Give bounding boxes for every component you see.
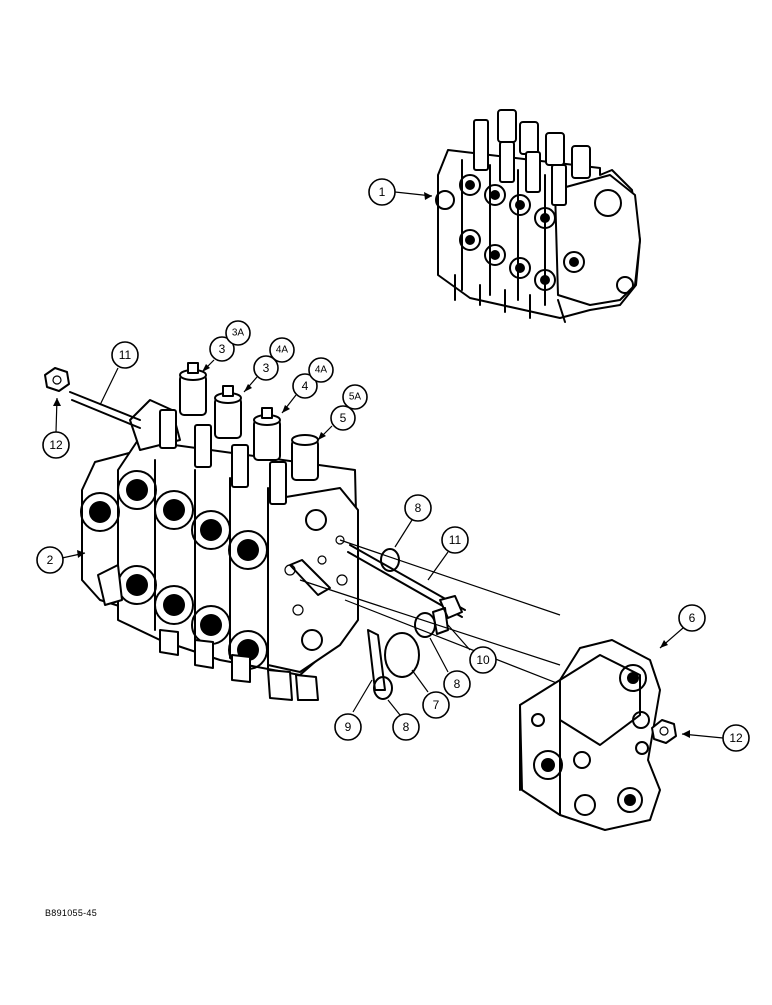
tie-rod-lower: [347, 544, 466, 619]
svg-text:5: 5: [340, 411, 347, 425]
svg-text:12: 12: [49, 438, 63, 452]
figure-code: B891055-45: [45, 908, 98, 918]
callout-9: 9: [334, 679, 373, 741]
svg-text:2: 2: [47, 553, 54, 567]
callout-7: 7: [411, 669, 450, 719]
svg-text:11: 11: [119, 348, 132, 362]
callout-1: 1: [368, 178, 433, 206]
svg-text:11: 11: [449, 533, 462, 547]
callout-8-upper: 8: [394, 494, 432, 548]
svg-text:4A: 4A: [315, 365, 328, 376]
nut-lower: [651, 719, 677, 744]
svg-text:3: 3: [219, 342, 226, 356]
assembled-ports: [435, 174, 634, 294]
svg-text:3A: 3A: [232, 328, 245, 339]
stack-upper-ports: [80, 470, 268, 570]
callout-3A: 3A: [225, 320, 251, 346]
svg-text:6: 6: [689, 611, 696, 625]
svg-text:10: 10: [476, 653, 490, 667]
callout-4A-upper: 4A: [269, 337, 295, 363]
svg-text:4A: 4A: [276, 345, 289, 356]
callout-11-upper: 11: [99, 341, 139, 406]
seals-and-orings: [367, 548, 449, 700]
callout-8-lower: 8: [387, 699, 420, 741]
callout-4: 4: [281, 373, 318, 414]
callout-6: 6: [659, 604, 706, 649]
svg-text:4: 4: [302, 379, 309, 393]
callout-5: 5: [317, 405, 356, 441]
svg-text:3: 3: [263, 361, 270, 375]
nut-upper: [44, 367, 70, 392]
callout-3-upper: 3: [201, 336, 235, 373]
svg-text:8: 8: [454, 677, 461, 691]
callouts: 1 2 3 3 3A: [36, 178, 750, 752]
callout-12-upper: 12: [42, 397, 70, 459]
callout-8-middle: 8: [429, 637, 471, 698]
svg-text:1: 1: [379, 185, 386, 199]
callout-3-middle: 3: [243, 355, 279, 393]
svg-text:12: 12: [729, 731, 743, 745]
end-cover: [519, 639, 661, 831]
callout-10: 10: [447, 624, 497, 674]
callout-11-lower: 11: [427, 526, 469, 581]
svg-text:8: 8: [403, 720, 410, 734]
callout-2: 2: [36, 546, 86, 574]
assembled-control-valve: [435, 109, 641, 323]
valve-sections-stack: [80, 399, 359, 701]
svg-text:7: 7: [433, 698, 440, 712]
assembled-spools: [473, 109, 591, 206]
svg-text:9: 9: [345, 720, 352, 734]
callout-5A: 5A: [342, 384, 368, 410]
svg-text:8: 8: [415, 501, 422, 515]
stack-lower-ports: [117, 565, 268, 670]
tie-rod-upper: [69, 391, 141, 429]
callout-12-lower: 12: [681, 724, 750, 752]
callout-4A-lower: 4A: [308, 357, 334, 383]
svg-text:5A: 5A: [349, 392, 362, 403]
